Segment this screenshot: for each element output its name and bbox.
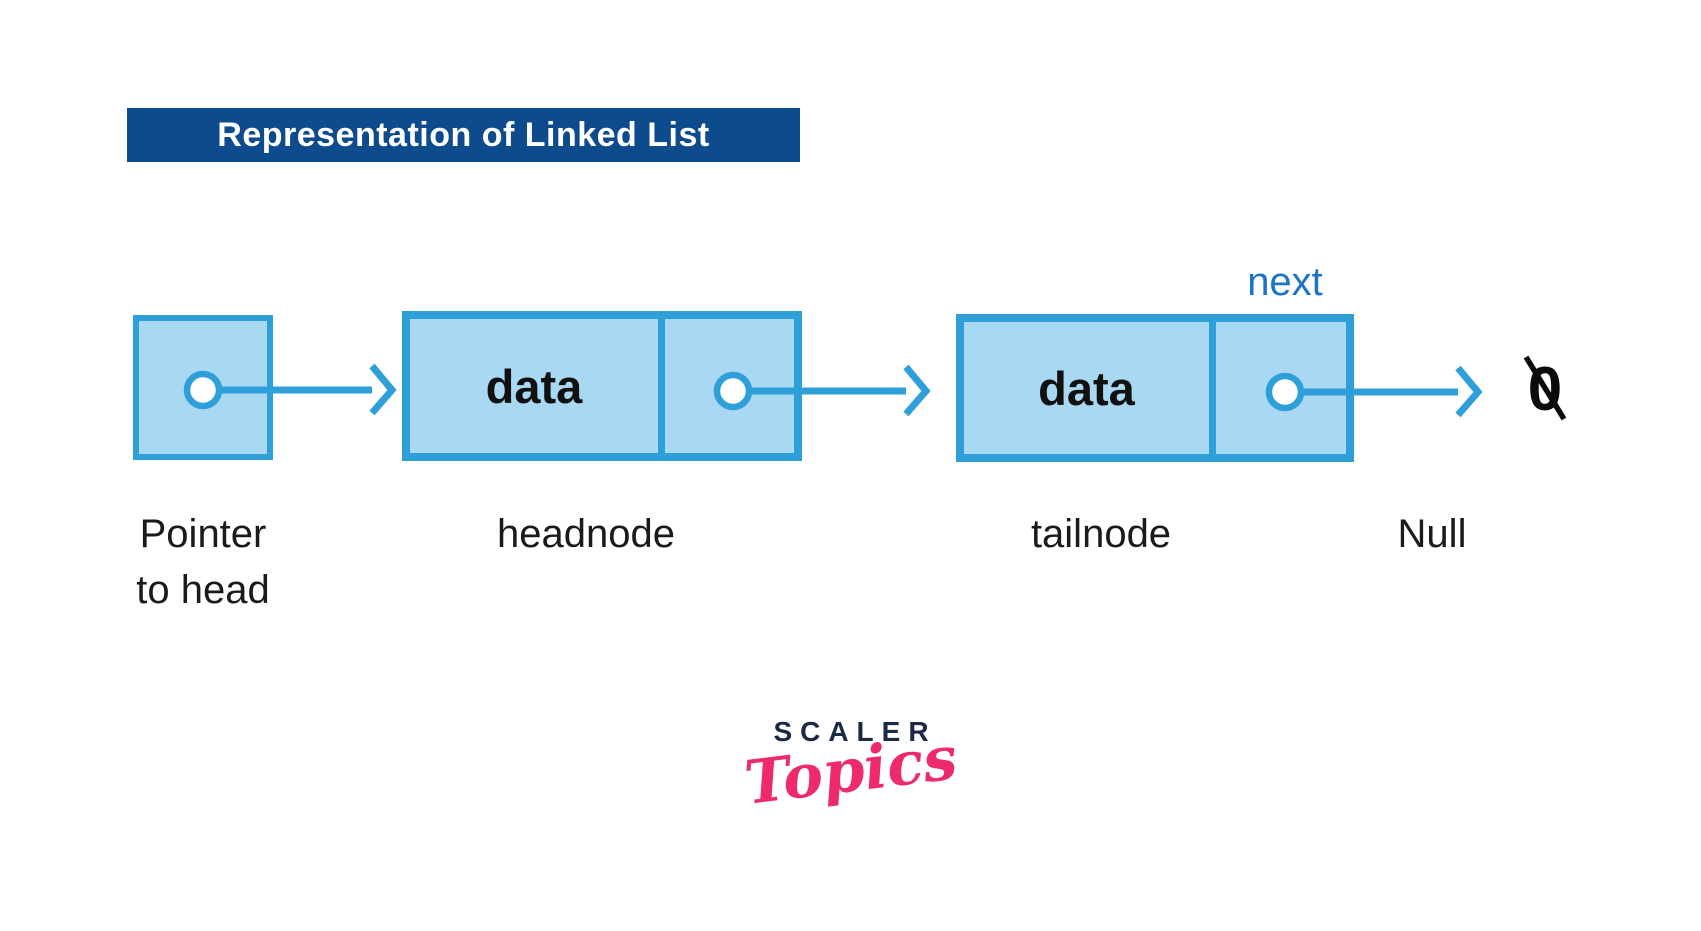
arrow-head-to-tail-head (903, 364, 931, 417)
next-field-label: next (1247, 260, 1323, 304)
scaler-logo-wordmark: SCALER (773, 716, 937, 747)
head-pointer-caption-line2: to head (136, 568, 270, 612)
null-caption: Null (1397, 512, 1467, 556)
head-node-data-label: data (485, 359, 583, 413)
head-node-caption: headnode (497, 512, 675, 556)
head-node-pointer-cell (665, 319, 794, 453)
head-node-data-cell: data (410, 319, 665, 453)
title-banner: Representation of Linked List (127, 108, 800, 162)
tail-node-caption: tailnode (1030, 512, 1172, 556)
tail-node-pointer-cell (1216, 322, 1346, 454)
head-pointer-box (133, 315, 273, 460)
null-symbol-zero: 0 (1527, 355, 1563, 424)
head-node: data (402, 311, 802, 461)
head-pointer-caption: Pointer to head (53, 506, 353, 618)
arrow-head-pointer-head (369, 363, 397, 416)
title-banner-label: Representation of Linked List (217, 115, 710, 154)
head-pointer-caption-line1: Pointer (139, 512, 267, 556)
arrow-tail-to-null-head (1455, 365, 1483, 418)
tail-node-data-cell: data (964, 322, 1216, 454)
tail-node-data-label: data (1038, 361, 1135, 415)
null-symbol: 0 (1505, 352, 1585, 428)
tail-node: data (956, 314, 1354, 462)
